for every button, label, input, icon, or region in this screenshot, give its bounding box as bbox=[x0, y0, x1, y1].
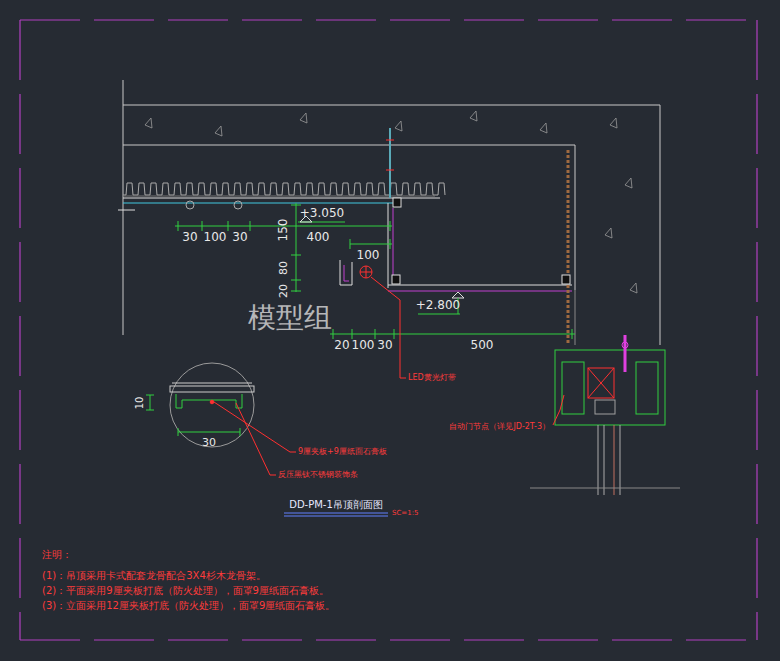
automatic-door bbox=[530, 335, 680, 495]
dimension: 30 bbox=[232, 231, 247, 245]
scale-note: SC=1:5 bbox=[392, 509, 418, 517]
sheet-frame bbox=[20, 20, 757, 640]
notes-heading: 注明： bbox=[42, 549, 72, 561]
title-underline bbox=[284, 513, 388, 516]
watermark: 模型组 bbox=[248, 302, 332, 334]
callout-text: 反压黑钛不锈钢装饰条 bbox=[278, 470, 358, 479]
leader-lines bbox=[214, 277, 564, 475]
dimension: 30 bbox=[202, 437, 216, 450]
dimension: 30 bbox=[182, 231, 197, 245]
dimension-lines bbox=[175, 203, 575, 339]
dimension: 150 bbox=[277, 219, 291, 242]
dimension: 100 bbox=[352, 339, 375, 353]
concrete-slab bbox=[123, 80, 660, 345]
corrugated-deck bbox=[123, 183, 445, 196]
note-line: (1)：吊顶采用卡式配套龙骨配合3X4杉木龙骨架。 bbox=[42, 570, 266, 582]
dimension: 80 bbox=[278, 261, 291, 275]
concrete-hatch bbox=[145, 111, 637, 293]
dimension: 20 bbox=[278, 284, 291, 298]
note-line: (2)：平面采用9厘夹板打底（防火处理），面罩9厘纸面石膏板。 bbox=[42, 585, 329, 597]
callout-text: 9厘夹板+9厘纸面石膏板 bbox=[298, 447, 387, 456]
dimension: 20 bbox=[334, 339, 349, 353]
note-line: (3)：立面采用12厘夹板打底（防火处理），面罩9厘纸面石膏板。 bbox=[42, 600, 335, 612]
dimension: 30 bbox=[377, 339, 392, 353]
deck-profile bbox=[123, 183, 445, 195]
callout-text: LED黄光灯带 bbox=[408, 373, 456, 382]
dimension: 100 bbox=[357, 249, 380, 263]
level-mark: +2.800 bbox=[416, 299, 460, 313]
dimension: 400 bbox=[307, 231, 330, 245]
deck-base bbox=[123, 196, 435, 197]
detail-circle bbox=[146, 363, 254, 447]
ceiling-boards bbox=[118, 128, 572, 345]
drawing-title: DD-PM-1吊顶剖面图 bbox=[289, 499, 383, 511]
dimension: 500 bbox=[471, 339, 494, 353]
callout-text: 自动门节点（详见JD-2T-3） bbox=[449, 422, 550, 431]
dimension: 100 bbox=[204, 231, 227, 245]
dimension: 10 bbox=[134, 397, 146, 410]
level-mark: +3.050 bbox=[300, 207, 344, 221]
